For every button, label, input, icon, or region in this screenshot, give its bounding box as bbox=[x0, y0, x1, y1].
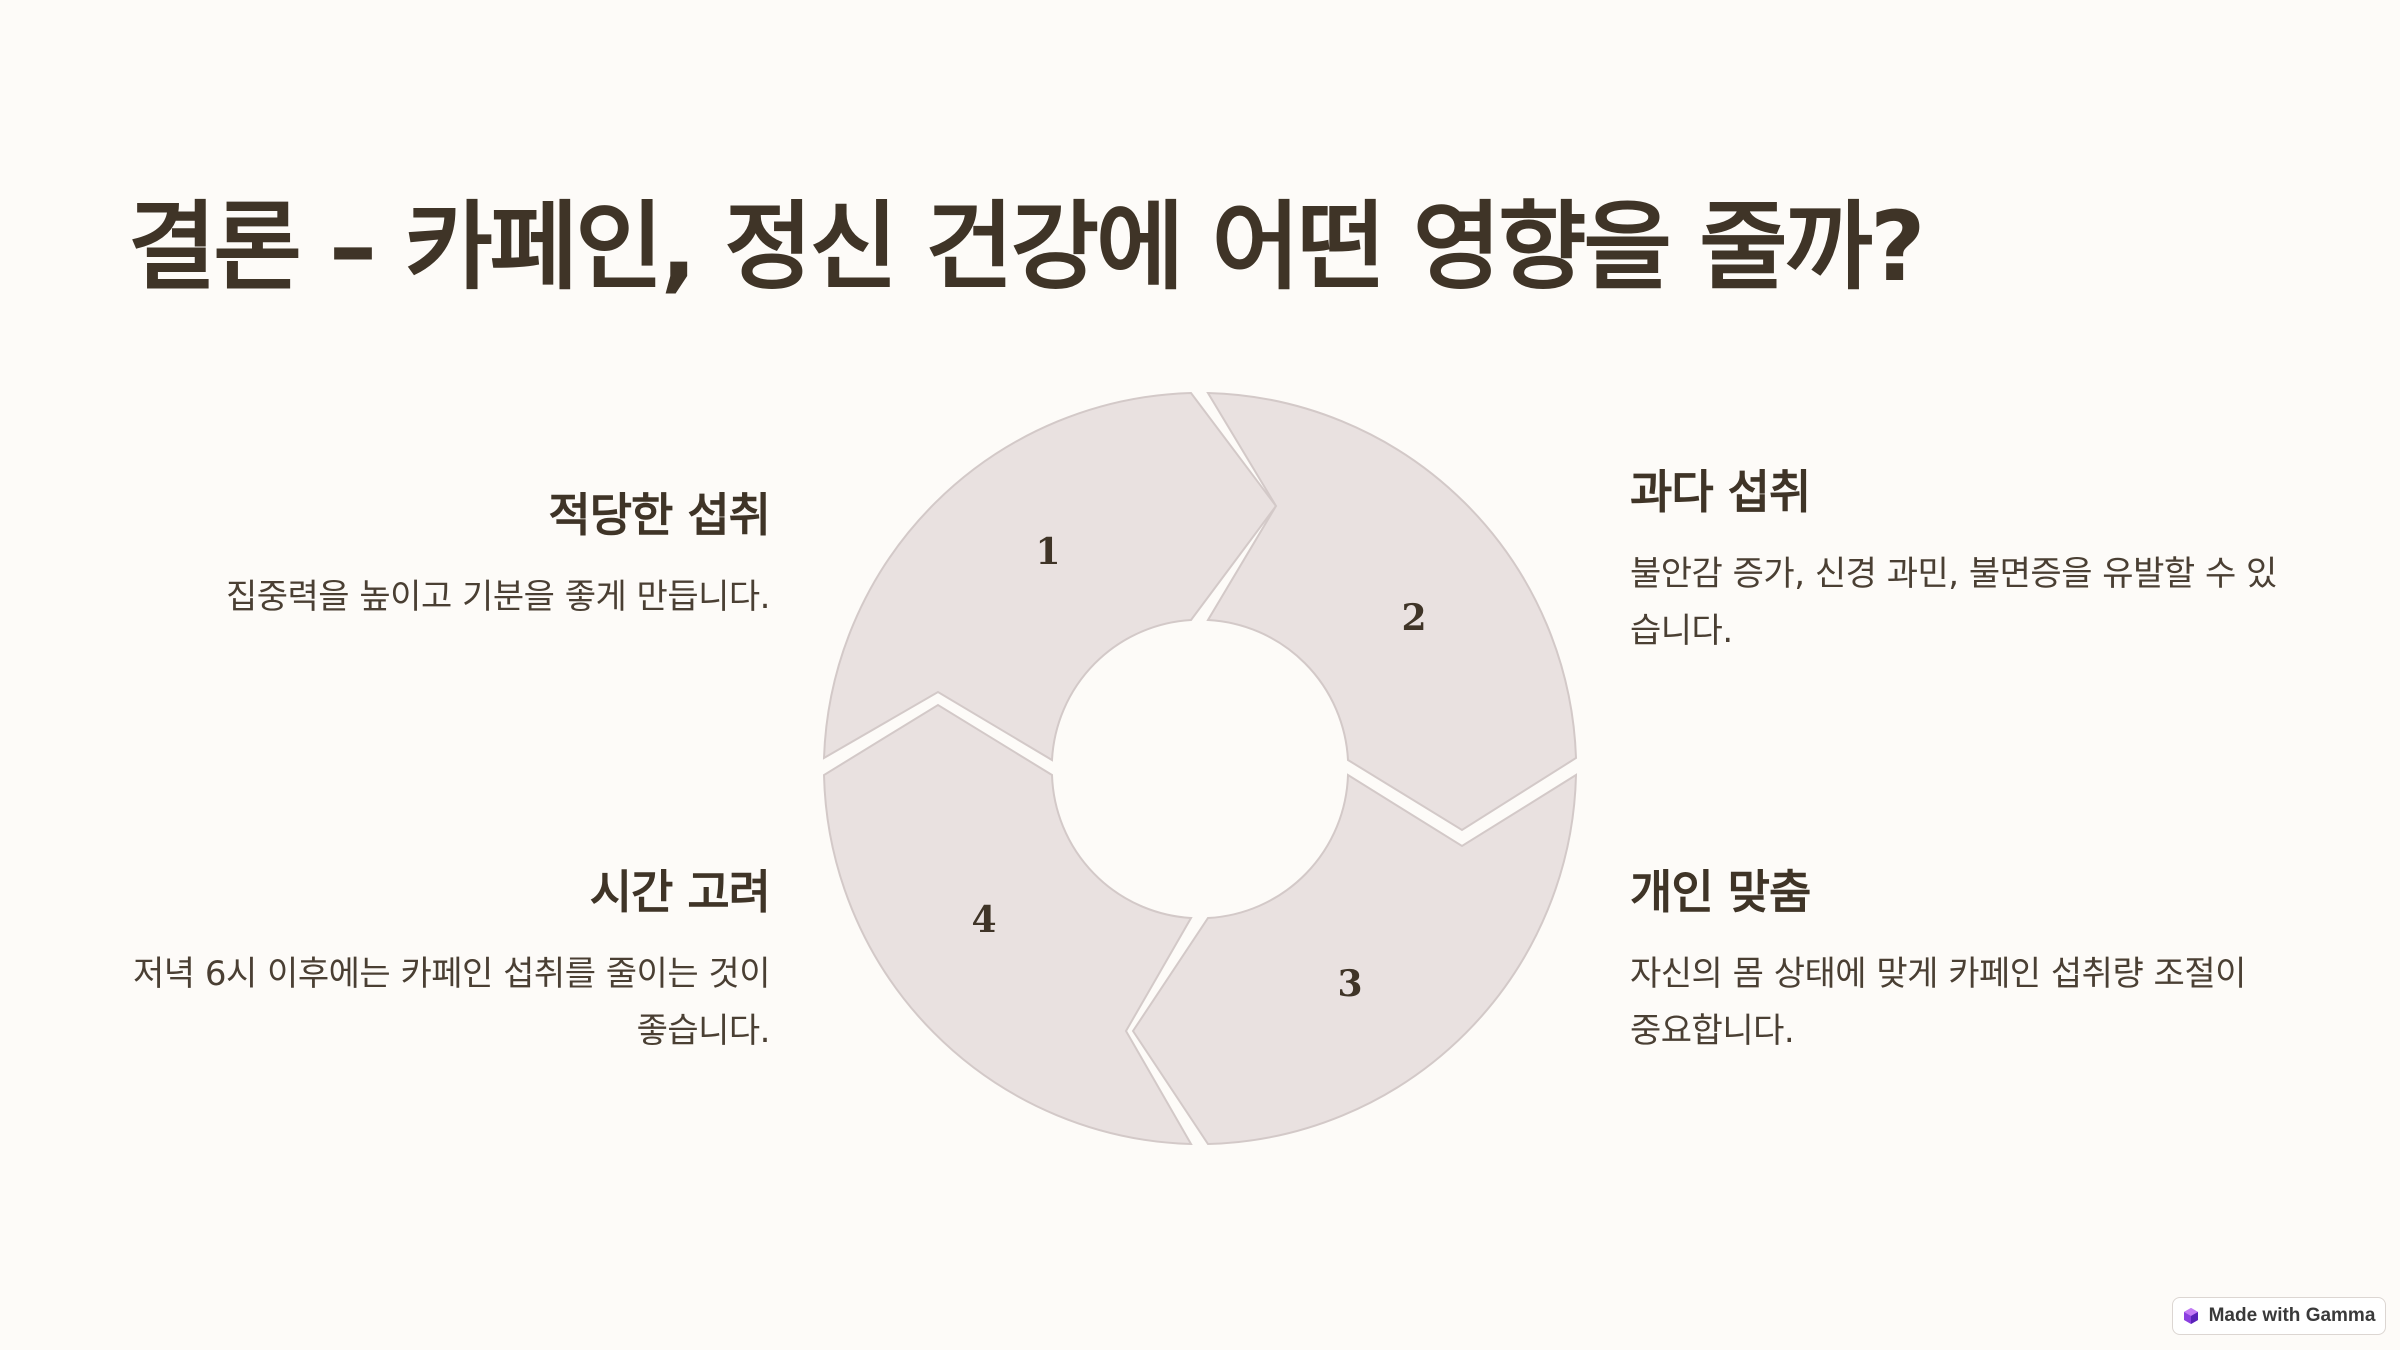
cycle-segment-1: 1 bbox=[822, 391, 1278, 762]
segment-number-4: 4 bbox=[971, 899, 996, 941]
cycle-segment-3: 3 bbox=[1131, 773, 1578, 1146]
step-2-heading: 과다 섭취 bbox=[1630, 465, 1811, 519]
step-3-heading: 개인 맞춤 bbox=[1630, 865, 1811, 919]
gamma-logo-icon bbox=[2183, 1308, 2198, 1324]
step-2-block: 과다 섭취 불안감 증가, 신경 과민, 불면증을 유발할 수 있습니다. bbox=[1630, 465, 2300, 660]
cycle-segment-2: 2 bbox=[1206, 391, 1578, 832]
step-3-text: 자신의 몸 상태에 맞게 카페인 섭취량 조절이 중요합니다. bbox=[1630, 954, 2246, 1052]
segment-number-1: 1 bbox=[1035, 531, 1060, 573]
step-2-text: 불안감 증가, 신경 과민, 불면증을 유발할 수 있습니다. bbox=[1630, 554, 2277, 652]
page-title: 결론 – 카페인, 정신 건강에 어떤 영향을 줄까? bbox=[128, 191, 1926, 303]
step-4-heading: 시간 고려 bbox=[589, 865, 771, 919]
segment-number-3: 3 bbox=[1337, 963, 1362, 1005]
step-4-text: 저녁 6시 이후에는 카페인 섭취를 줄이는 것이 좋습니다. bbox=[132, 954, 771, 1052]
made-with-gamma-badge[interactable]: Made with Gamma bbox=[2172, 1297, 2386, 1335]
segment-number-2: 2 bbox=[1401, 597, 1426, 639]
step-1-text: 집중력을 높이고 기분을 좋게 만듭니다. bbox=[225, 577, 771, 618]
step-1-block: 적당한 섭취 집중력을 높이고 기분을 좋게 만듭니다. bbox=[130, 488, 771, 626]
cycle-segment-4: 4 bbox=[822, 703, 1193, 1146]
step-1-heading: 적당한 섭취 bbox=[548, 488, 771, 542]
step-3-block: 개인 맞춤 자신의 몸 상태에 맞게 카페인 섭취량 조절이 중요합니다. bbox=[1630, 865, 2280, 1060]
step-4-block: 시간 고려 저녁 6시 이후에는 카페인 섭취를 줄이는 것이 좋습니다. bbox=[130, 865, 771, 1060]
badge-label: Made with Gamma bbox=[2208, 1305, 2376, 1326]
